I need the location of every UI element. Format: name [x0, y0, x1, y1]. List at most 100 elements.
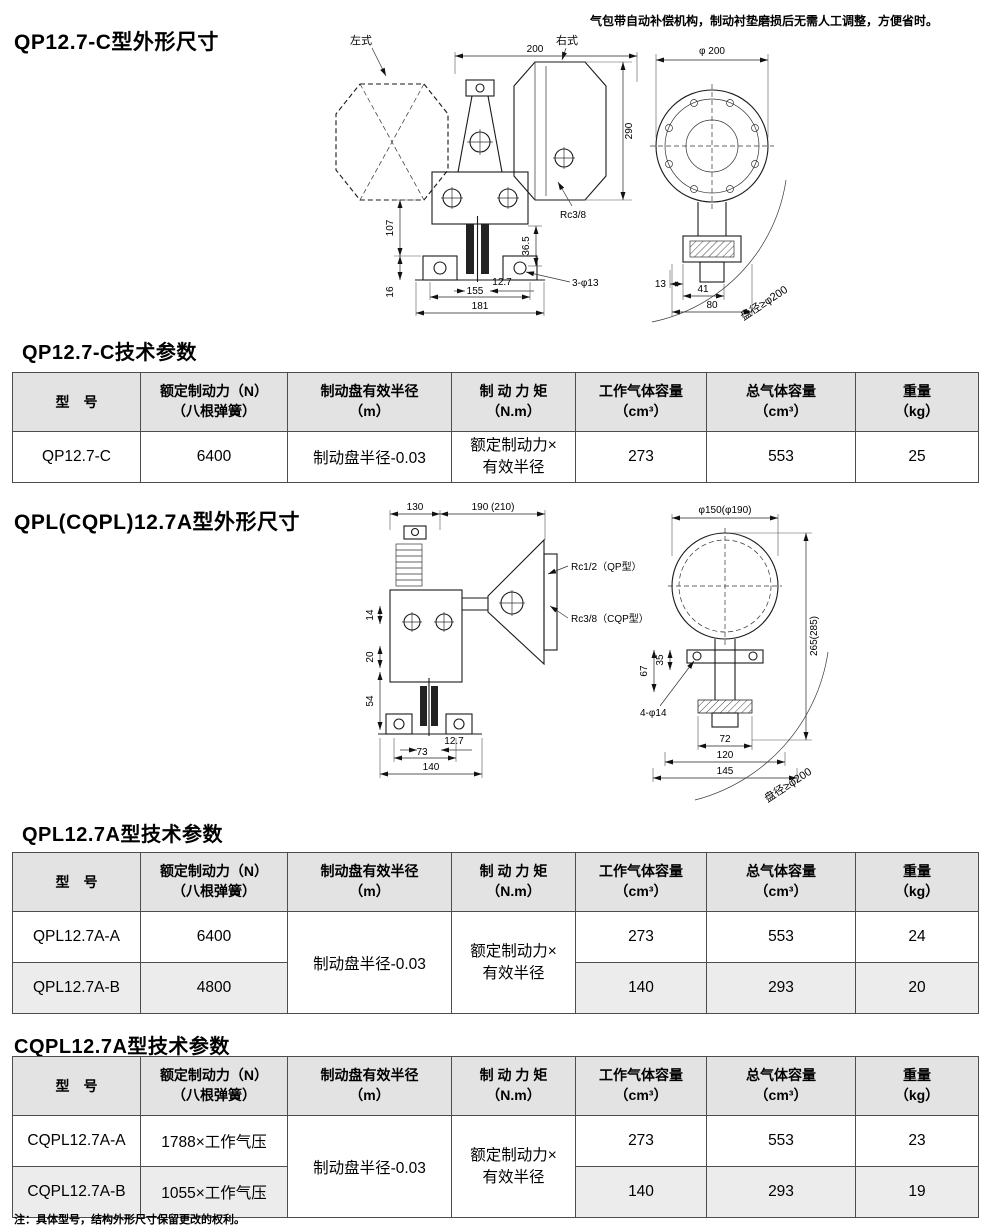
heading-cqpl127a-specs: CQPL12.7A型技术参数 — [14, 1036, 230, 1058]
friction-pad-hatch — [689, 240, 735, 258]
col-radius: 制动盘有效半径（m） — [287, 372, 452, 432]
dim-35-label: 35 — [655, 654, 666, 666]
cell-work-volume: 273 — [575, 431, 707, 483]
dim-4phi14-label: 4-φ14 — [640, 708, 667, 719]
col-model: 型 号 — [12, 1056, 141, 1116]
cell-weight: 25 — [855, 431, 979, 483]
table1-header-row: 型 号 额定制动力（N）（八根弹簧） 制动盘有效半径（m） 制 动 力 矩（N.… — [12, 372, 979, 432]
cell-model: QPL12.7A-A — [12, 911, 141, 963]
col-weight: 重量（kg） — [855, 372, 979, 432]
dim-3phi13-label: 3-φ13 — [572, 278, 599, 289]
cell-weight: 20 — [855, 962, 979, 1014]
dim-190-label: 190 (210) — [472, 502, 515, 513]
dim-phi200-label: φ 200 — [699, 46, 725, 57]
cell-force: 6400 — [140, 911, 288, 963]
cell-model: CQPL12.7A-A — [12, 1115, 141, 1167]
cell-model: QPL12.7A-B — [12, 962, 141, 1014]
dim-phi150-label: φ150(φ190) — [699, 505, 752, 516]
col-work-volume: 工作气体容量（cm³） — [575, 372, 707, 432]
cell-force: 6400 — [140, 431, 288, 483]
rc-cqp-label: Rc3/8（CQP型） — [571, 612, 649, 625]
cell-model: CQPL12.7A-B — [12, 1166, 141, 1218]
left-type-label: 左式 — [350, 34, 372, 47]
col-work-volume: 工作气体容量（cm³） — [575, 1056, 707, 1116]
footer-note: 注：具体型号，结构外形尺寸保留更改的权利。 — [14, 1214, 245, 1226]
drawing-qp127c: 左式 右式 2 — [335, 33, 791, 323]
qp-front-dimensions: 200 290 Rc3/8 107 16 36.5 12.7 3-φ13 155… — [385, 44, 638, 316]
cell-force: 1055×工作气压 — [140, 1166, 288, 1218]
qpl-front-view: 130 190 (210) Rc1/2（QP型） Rc3/8（CQP型） — [365, 502, 649, 778]
dim-20-label: 20 — [365, 651, 376, 663]
col-torque: 制 动 力 矩（N.m） — [451, 1056, 576, 1116]
dim-13-label: 13 — [655, 279, 667, 290]
col-model: 型 号 — [12, 372, 141, 432]
dim-130-label: 130 — [407, 502, 424, 513]
dim-54-label: 54 — [365, 695, 376, 707]
brake-pad-right — [431, 686, 438, 726]
qp-front-view — [335, 61, 607, 282]
col-total-volume: 总气体容量（cm³） — [706, 852, 856, 912]
dim-120-label: 120 — [717, 750, 734, 761]
col-weight: 重量（kg） — [855, 1056, 979, 1116]
dim-140-label: 140 — [423, 762, 440, 773]
heading-qpl127a-dimensions: QPL(CQPL)12.7A型外形尺寸 — [14, 511, 301, 534]
dim-200-label: 200 — [527, 44, 544, 55]
col-torque: 制 动 力 矩（N.m） — [451, 372, 576, 432]
col-torque: 制 动 力 矩（N.m） — [451, 852, 576, 912]
dim-290-label: 290 — [624, 122, 635, 139]
cell-work-volume: 140 — [575, 1166, 707, 1218]
dim-12-7-label: 12.7 — [444, 736, 464, 747]
cell-work-volume: 273 — [575, 911, 707, 963]
cell-torque: 额定制动力×有效半径 — [451, 1115, 576, 1218]
spec-table-qp127c: 型 号 额定制动力（N）（八根弹簧） 制动盘有效半径（m） 制 动 力 矩（N.… — [12, 372, 979, 483]
dim-265-label: 265(285) — [809, 616, 820, 656]
dim-67-label: 67 — [639, 665, 650, 677]
cell-force: 4800 — [140, 962, 288, 1014]
col-force: 额定制动力（N）（八根弹簧） — [140, 1056, 288, 1116]
cell-total-volume: 293 — [706, 962, 856, 1014]
dim-80-label: 80 — [706, 300, 718, 311]
cell-torque: 额定制动力×有效半径 — [451, 431, 576, 483]
cell-radius: 制动盘半径-0.03 — [287, 431, 452, 483]
cell-total-volume: 553 — [706, 1115, 856, 1167]
disc-diameter-note: 盘径≥φ200 — [738, 282, 791, 323]
drawing-qpl127a: 130 190 (210) Rc1/2（QP型） Rc3/8（CQP型） — [365, 502, 829, 805]
cell-model: QP12.7-C — [12, 431, 141, 483]
cell-weight: 19 — [855, 1166, 979, 1218]
dim-12-7-label: 12.7 — [492, 277, 512, 288]
rc-qp-label: Rc1/2（QP型） — [571, 560, 642, 573]
spec-table-cqpl127a: 型 号 额定制动力（N）（八根弹簧） 制动盘有效半径（m） 制 动 力 矩（N.… — [12, 1056, 979, 1218]
brake-pad-left — [466, 224, 474, 274]
cell-torque: 额定制动力×有效半径 — [451, 911, 576, 1014]
cell-radius: 制动盘半径-0.03 — [287, 911, 452, 1014]
qpl-side-view: φ150(φ190) 35 67 4-φ14 72 120 145 265 — [639, 505, 829, 805]
table1-row-qp127c: QP12.7-C 6400 制动盘半径-0.03 额定制动力×有效半径 273 … — [12, 431, 979, 483]
table2-header-row: 型 号 额定制动力（N）（八根弹簧） 制动盘有效半径（m） 制 动 力 矩（N.… — [12, 852, 979, 912]
col-model: 型 号 — [12, 852, 141, 912]
table3-header-row: 型 号 额定制动力（N）（八根弹簧） 制动盘有效半径（m） 制 动 力 矩（N.… — [12, 1056, 979, 1116]
cell-total-volume: 293 — [706, 1166, 856, 1218]
right-type-label: 右式 — [556, 33, 578, 47]
table2-row-a: QPL12.7A-A 6400 制动盘半径-0.03 额定制动力×有效半径 27… — [12, 911, 979, 1014]
cell-radius: 制动盘半径-0.03 — [287, 1115, 452, 1218]
table3-row-a: CQPL12.7A-A 1788×工作气压 制动盘半径-0.03 额定制动力×有… — [12, 1115, 979, 1218]
col-force: 额定制动力（N）（八根弹簧） — [140, 372, 288, 432]
cell-total-volume: 553 — [706, 431, 856, 483]
cell-force: 1788×工作气压 — [140, 1115, 288, 1167]
top-note: 气包带自动补偿机构，制动衬垫磨损后无需人工调整，方便省时。 — [589, 14, 938, 28]
col-radius: 制动盘有效半径（m） — [287, 1056, 452, 1116]
rc38-label: Rc3/8 — [560, 210, 587, 221]
cell-weight: 23 — [855, 1115, 979, 1167]
dim-145-label: 145 — [717, 766, 734, 777]
dim-16-label: 16 — [385, 286, 396, 298]
col-force: 额定制动力（N）（八根弹簧） — [140, 852, 288, 912]
heading-qp127c-dimensions: QP12.7-C型外形尺寸 — [14, 31, 219, 54]
dim-14-label: 14 — [365, 609, 376, 621]
cell-work-volume: 273 — [575, 1115, 707, 1167]
table3-row-b: CQPL12.7A-B 1055×工作气压 140 293 19 — [12, 1166, 979, 1218]
col-total-volume: 总气体容量（cm³） — [706, 1056, 856, 1116]
heading-qp127c-specs: QP12.7-C技术参数 — [22, 342, 197, 364]
dim-72-label: 72 — [719, 734, 731, 745]
disc-diameter-note: 盘径≥φ200 — [762, 764, 815, 805]
dim-155-label: 155 — [467, 286, 484, 297]
